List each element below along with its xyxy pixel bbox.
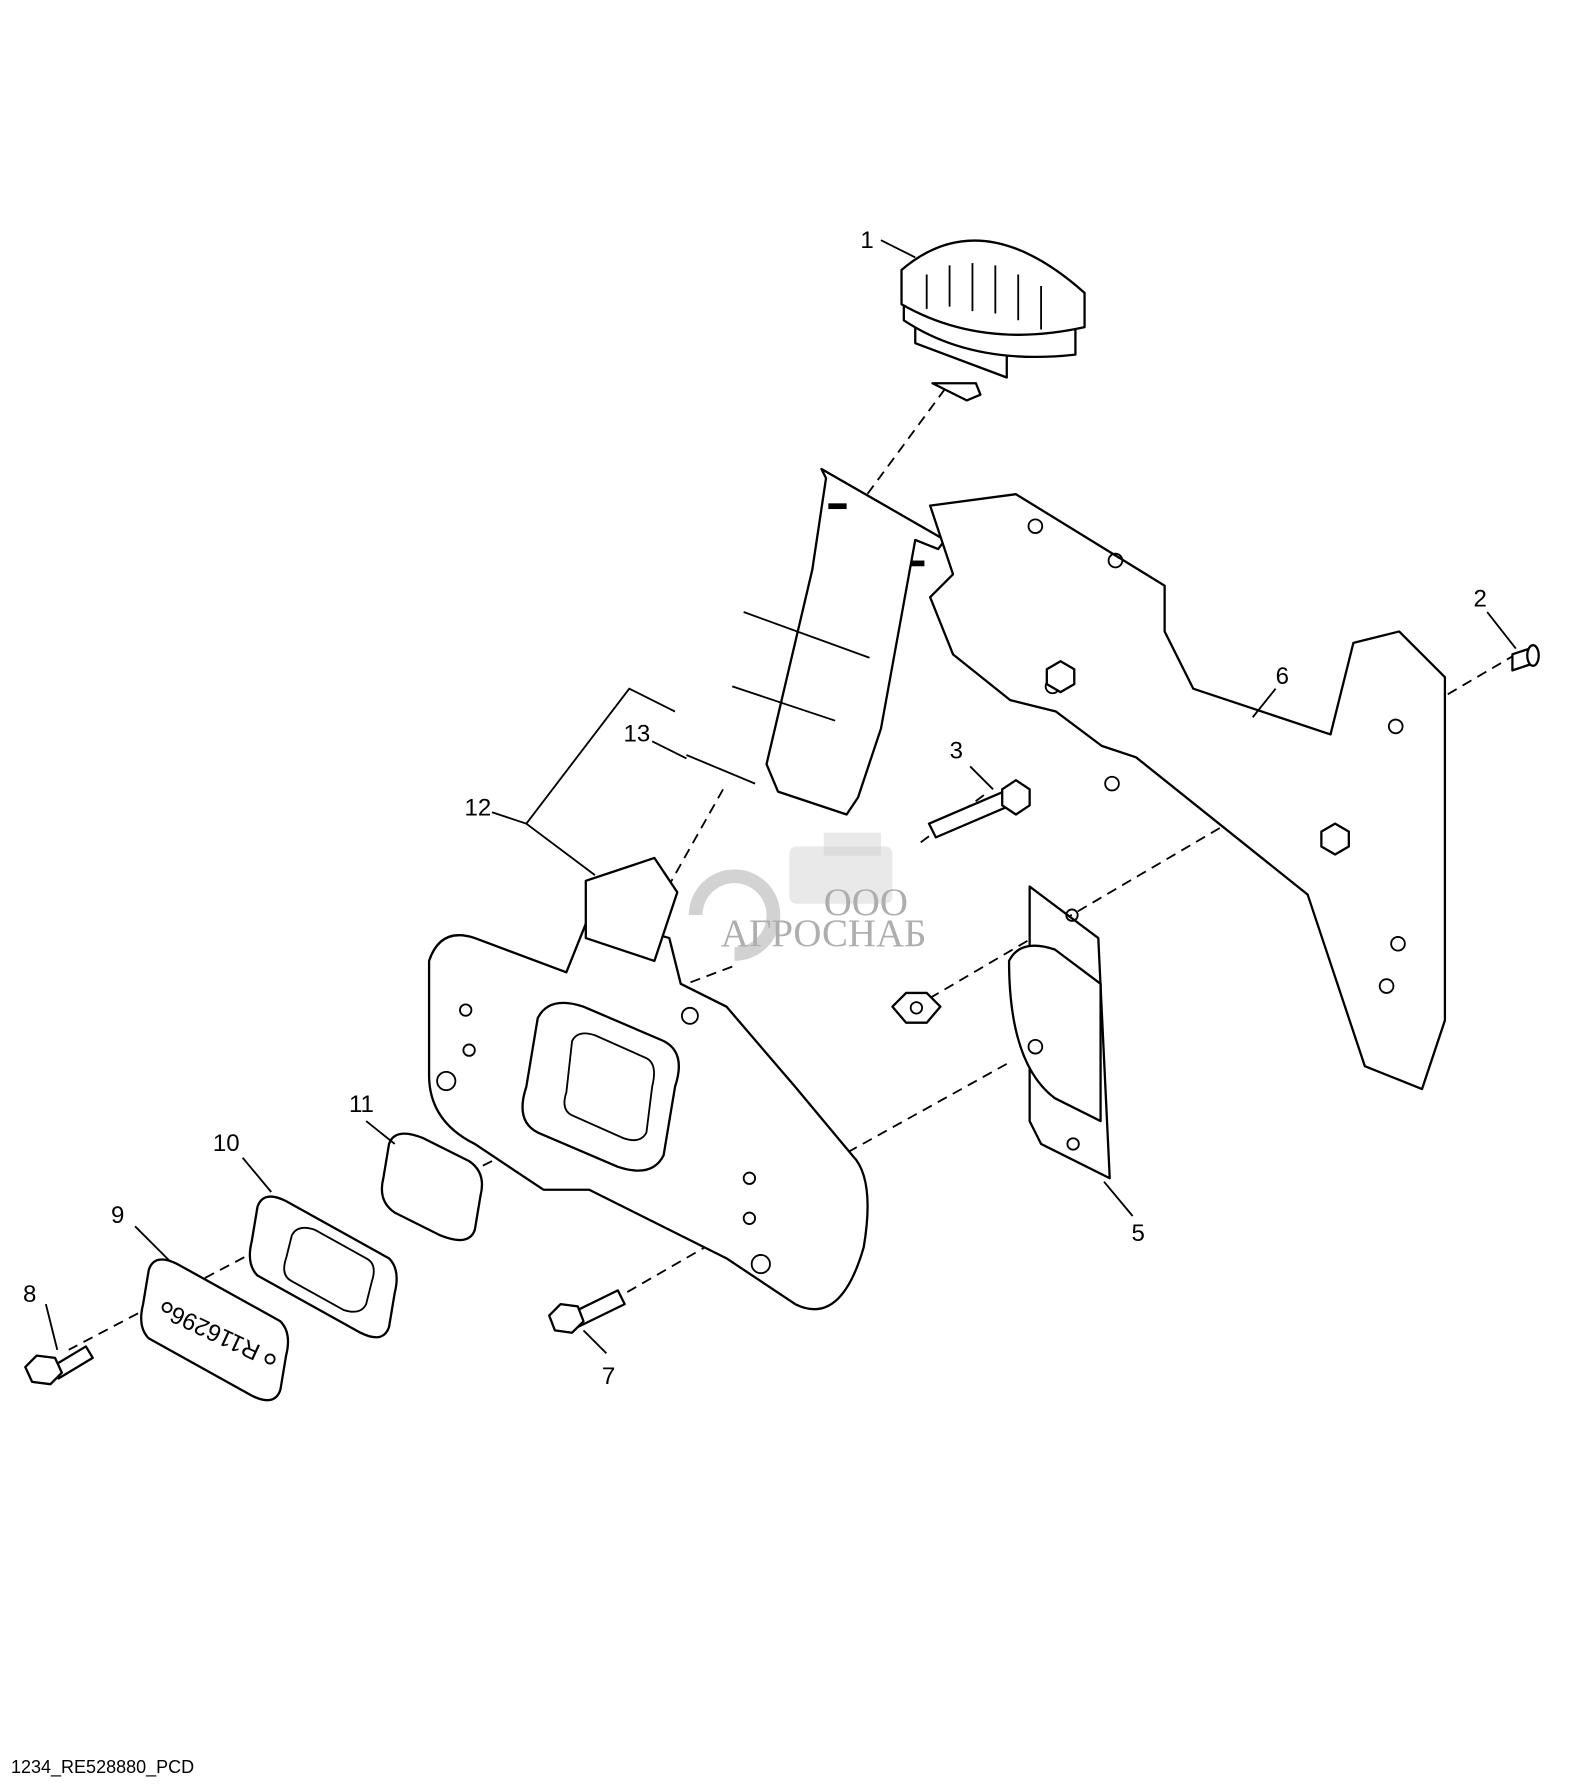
callout-8: 8 xyxy=(23,1281,36,1308)
callout-1: 1 xyxy=(860,227,873,254)
part-6-mounting-bracket xyxy=(928,493,1447,1091)
callout-2: 2 xyxy=(1474,585,1487,612)
part-13-filler-neck xyxy=(686,467,947,816)
callout-12: 12 xyxy=(465,795,492,822)
callout-11: 11 xyxy=(349,1091,374,1118)
part-2-rivet xyxy=(1511,644,1540,672)
hex-nut xyxy=(891,991,942,1024)
watermark-prefix: ООО xyxy=(824,881,908,924)
part-9-cover-plate: R116296 xyxy=(140,1258,290,1402)
callout-9: 9 xyxy=(111,1202,124,1229)
part-1-filler-cap xyxy=(900,239,1086,402)
callout-3: 3 xyxy=(950,737,963,764)
watermark-logo: ООО АГРОСНАБ xyxy=(688,832,927,961)
callout-7: 7 xyxy=(602,1363,615,1390)
part-11-o-ring xyxy=(380,1132,484,1242)
callout-13: 13 xyxy=(624,720,651,747)
watermark-name: АГРОСНАБ xyxy=(721,912,927,955)
part-8-bolt xyxy=(24,1345,94,1386)
part-3-bolt xyxy=(927,779,1031,839)
housing-assembly xyxy=(427,856,869,1311)
callout-6: 6 xyxy=(1276,663,1289,690)
part-7-bolt xyxy=(548,1289,626,1334)
drawing-id: 1234_RE528880_PCD xyxy=(11,1757,195,1777)
callout-10: 10 xyxy=(213,1130,240,1157)
part-10-gasket xyxy=(248,1195,398,1339)
callout-5: 5 xyxy=(1131,1220,1144,1247)
part-5-plate xyxy=(1007,885,1111,1180)
